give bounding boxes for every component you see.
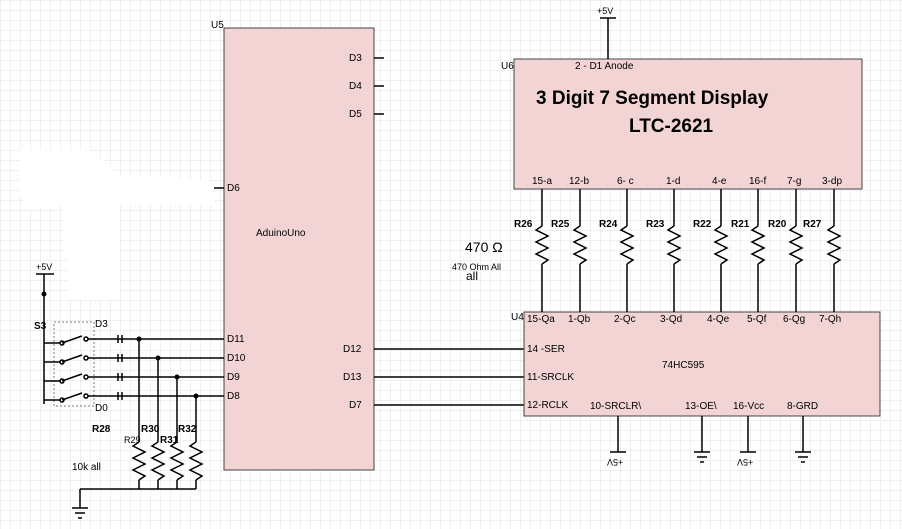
display-anode-wire [600, 17, 616, 59]
resistor-r24 [619, 189, 635, 312]
shift-in-srclk: 11-SRCLK [527, 372, 575, 383]
arduino-pin-d4: D4 [349, 81, 362, 92]
arduino-pin-d6: D6 [227, 183, 240, 194]
shift-out-qe: 4-Qe [707, 314, 730, 325]
display-pin-f: 16-f [749, 176, 767, 187]
switch-row-2 [44, 373, 224, 384]
resistor-label-r21: R21 [731, 219, 750, 230]
resistor-label-r25: R25 [551, 219, 570, 230]
switch-row-0 [44, 335, 224, 346]
shift-ref: U4 [511, 312, 524, 323]
display-pin-b: 12-b [569, 176, 590, 187]
arduino-name: AduinoUno [256, 228, 306, 239]
pulldown-label-r31: R31 [160, 435, 179, 446]
resistor-r22 [713, 189, 729, 312]
pulldown-label-r32: R32 [178, 424, 197, 435]
resistor-r21 [750, 189, 766, 312]
junction-dots [41, 291, 199, 399]
switch-plus5v: +5V [36, 262, 53, 272]
display-pin-d: 1-d [666, 176, 681, 187]
resistor-value-note: 470 Ω [465, 239, 503, 255]
shift-in-rclk: 12-RCLK [527, 400, 569, 411]
shift-out-qb: 1-Qb [568, 314, 591, 325]
display-part: LTC-2621 [629, 116, 714, 137]
shift-pin-srclr: 10-SRCLR\ [590, 401, 642, 412]
shift-out-qf: 5-Qf [747, 314, 767, 325]
shift-out-qc: 2-Qc [614, 314, 636, 325]
pulldown-value-label: 10k all [72, 462, 101, 473]
resistor-r27 [826, 189, 842, 312]
resistor-r26 [534, 189, 550, 312]
shift-vcc-plus5v: +5V [737, 457, 754, 467]
shift-out-qd: 3-Qd [660, 314, 683, 325]
shift-out-qg: 6-Qg [783, 314, 806, 325]
blank-region [20, 150, 215, 300]
pulldown-label-r30: R30 [141, 424, 160, 435]
switch-ref: S3 [34, 321, 47, 332]
pulldown-wiring [72, 339, 197, 519]
switch-bottom-label: D0 [95, 403, 108, 414]
arduino-pin-lines [214, 57, 384, 189]
switch-row-3 [44, 392, 224, 403]
arduino-pin-d11: D11 [227, 334, 245, 345]
arduino-pin-d13: D13 [343, 372, 362, 383]
display-title: 3 Digit 7 Segment Display [536, 88, 769, 109]
top-resistor-array [534, 189, 842, 312]
shift-pin-grd: 8-GRD [787, 401, 819, 412]
resistor-label-r24: R24 [599, 219, 618, 230]
arduino-pin-d3: D3 [349, 53, 362, 64]
arduino-pin-d12: D12 [343, 344, 362, 355]
resistor-label-r27: R27 [803, 219, 822, 230]
switch-box [53, 321, 95, 407]
shift-in-ser: 14 -SER [527, 344, 565, 355]
shift-pin-oe: 13-OE\ [685, 401, 717, 412]
arduino-pin-d7: D7 [349, 400, 362, 411]
pulldown-label-r28: R28 [92, 424, 111, 435]
display-body [513, 58, 863, 190]
resistor-label-r20: R20 [768, 219, 787, 230]
display-plus5v: +5V [597, 6, 614, 16]
shift-srclr-plus5v: +5V [607, 457, 624, 467]
display-pin-g: 7-g [787, 176, 802, 187]
shift-bottom-pin-wires [610, 416, 811, 463]
arduino-body [223, 27, 375, 471]
resistor-label-r26: R26 [514, 219, 533, 230]
resistor-label-r23: R23 [646, 219, 665, 230]
arduino-pin-d9: D9 [227, 372, 240, 383]
arduino-ref: U5 [211, 20, 224, 31]
resistor-r25 [572, 189, 588, 312]
display-pin-e: 4-e [712, 176, 727, 187]
display-pin-c: 6- c [617, 176, 634, 187]
display-pin-a: 15-a [532, 176, 553, 187]
display-ref: U6 [501, 61, 514, 72]
switch-top-label: D3 [95, 319, 108, 330]
arduino-to-shift-wires [374, 348, 524, 406]
resistor-value-label: 470 Ohm All [452, 262, 502, 272]
arduino-pin-d10: D10 [227, 353, 246, 364]
resistor-r20 [788, 189, 804, 312]
shift-out-qh: 7-Qh [819, 314, 842, 325]
shift-out-qa: 15-Qa [527, 314, 555, 325]
arduino-pin-d8: D8 [227, 391, 240, 402]
display-pin-dp: 3-dp [822, 176, 843, 187]
display-anode-label: 2 - D1 Anode [575, 61, 634, 72]
pulldown-label-r29: R29 [124, 435, 141, 445]
resistor-label-r22: R22 [693, 219, 712, 230]
resistor-value-note-all: all [466, 269, 479, 283]
pulldown-resistors [131, 441, 204, 481]
shift-name: 74HC595 [662, 360, 705, 371]
shift-pin-vcc: 16-Vcc [733, 401, 765, 412]
arduino-pin-d5: D5 [349, 109, 362, 120]
resistor-r23 [666, 189, 682, 312]
